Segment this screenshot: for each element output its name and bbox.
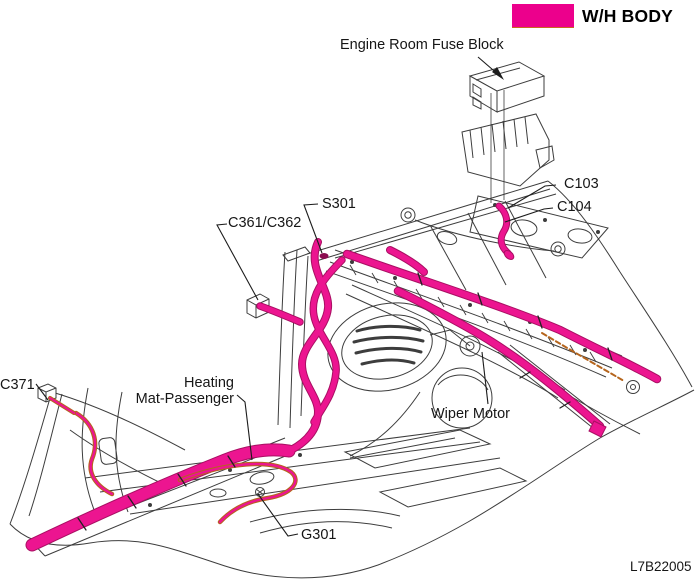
- cowl-hatching: [349, 264, 597, 363]
- label-c103: C103: [564, 176, 599, 192]
- harness-cowl-run: [343, 250, 661, 383]
- connector-c104-blob: [503, 250, 515, 260]
- label-heating-mat-passenger: Heating Mat-Passenger: [135, 375, 234, 408]
- harness-wiper-stub: [387, 247, 427, 275]
- leader-c104: [504, 207, 554, 223]
- wh-body-harness: [25, 202, 662, 552]
- arrowhead: [492, 67, 504, 80]
- label-g301: G301: [301, 527, 337, 543]
- leader-c361-c362: [216, 223, 259, 301]
- harness-c371-stub: [48, 396, 76, 415]
- leader-wiper-motor: [481, 351, 489, 405]
- harness-heating-mat-loop: [178, 462, 297, 524]
- fuse-block-drawing: [461, 61, 609, 259]
- body-lineart: [9, 180, 695, 579]
- leader-s301: [303, 203, 323, 254]
- harness-thin-branches: [48, 332, 625, 525]
- wiper-motor-body: [459, 335, 481, 357]
- harness-b-pillar-branch: [74, 411, 114, 496]
- label-c104: C104: [557, 199, 592, 215]
- label-c361-c362: C361/C362: [228, 215, 302, 231]
- heater-vents: [352, 324, 425, 366]
- g301-ground-bolt: [255, 487, 265, 497]
- leader-lines: [35, 56, 557, 537]
- leader-heating-mat: [236, 394, 253, 461]
- label-s301: S301: [322, 196, 356, 212]
- leader-engine-room-fuse-block: [477, 56, 504, 80]
- splice-s301-dot: [319, 253, 329, 259]
- label-c371: C371: [0, 377, 35, 393]
- leader-g301: [257, 493, 299, 537]
- harness-clip-ticks: [77, 272, 613, 531]
- label-engine-room-fuse-block: Engine Room Fuse Block: [340, 37, 504, 53]
- harness-left-bundle-b: [310, 257, 345, 425]
- harness-pink-runs: [26, 203, 661, 551]
- grommet-circle: [626, 380, 640, 394]
- harness-c103-c104-stub: [496, 203, 511, 256]
- figure-code: L7B22005: [630, 559, 692, 574]
- wh-body-color-swatch: [512, 4, 574, 28]
- legend: W/H BODY: [512, 4, 673, 28]
- leader-c103: [507, 184, 557, 209]
- harness-c361-stub: [257, 303, 303, 325]
- leader-c371: [35, 383, 49, 401]
- harness-end-connector: [588, 420, 607, 438]
- legend-label: W/H BODY: [582, 5, 674, 26]
- harness-right-dashed-branch: [541, 332, 625, 382]
- harness-left-bundle-a: [288, 239, 332, 453]
- harness-sill-run: [26, 444, 295, 551]
- label-wiper-motor: Wiper Motor: [431, 406, 510, 422]
- harness-right-lower-run: [394, 287, 604, 430]
